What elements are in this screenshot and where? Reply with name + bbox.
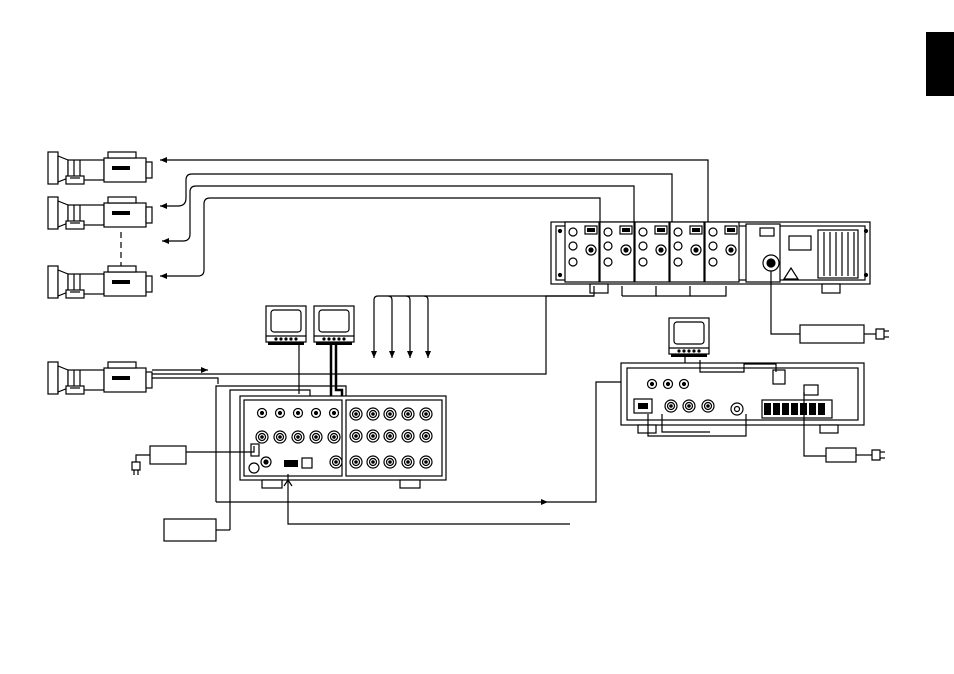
controller-unit (621, 363, 864, 433)
camera-1 (48, 152, 152, 184)
recorder-box (164, 519, 230, 541)
monitor-1 (266, 306, 306, 345)
monitor-3 (669, 318, 709, 357)
rack-fan-grille (818, 230, 858, 278)
cable-rack-cam3 (160, 198, 600, 276)
cable-switcher-aux (288, 474, 570, 524)
terminal-block (762, 400, 832, 418)
cable-cam4-rack (152, 296, 594, 374)
power-adapter-2 (800, 325, 889, 343)
power-adapter-1 (132, 446, 254, 475)
camera-3 (48, 266, 152, 298)
rack-unit (551, 222, 870, 293)
cable-rack-cam1 (160, 160, 708, 222)
cable-rack-sw-1 (374, 286, 594, 358)
monitor-2 (314, 306, 354, 345)
camera-2 (48, 197, 152, 229)
camera-4 (48, 362, 152, 394)
switcher-unit (240, 396, 446, 488)
